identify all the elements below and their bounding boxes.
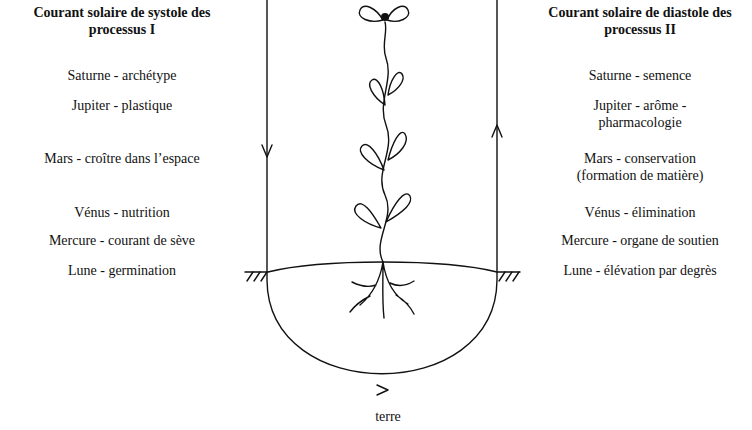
stem [380, 22, 389, 262]
planet-process: Mercure - organe de soutien [561, 232, 719, 249]
petal [359, 6, 383, 21]
leaf [388, 132, 406, 160]
column-heading: Courant solaire de diastole des processu… [547, 4, 733, 38]
planet-process: Jupiter - arôme - pharmacologie [582, 97, 698, 131]
leaf [386, 194, 411, 222]
planet-process: Saturne - archétype [68, 67, 177, 84]
planet-process: Lune - élévation par degrès [563, 262, 716, 279]
leaf [388, 72, 403, 95]
planet-process: Mars - conservation (formation de matièr… [560, 150, 720, 184]
arrow-right [377, 385, 388, 395]
current-loop [267, 0, 497, 374]
planet-process: Jupiter - plastique [72, 97, 172, 114]
planet-process: Vénus - nutrition [74, 204, 170, 221]
leaf [355, 204, 381, 228]
arrow-down [262, 145, 272, 157]
leaf [370, 79, 385, 105]
ground-label: terre [375, 408, 401, 425]
planet-process: Vénus - élimination [584, 204, 695, 221]
planet-process: Lune - germination [68, 262, 176, 279]
planet-process: Mars - croître dans l’espace [44, 150, 199, 167]
column-heading: Courant solaire de systole des processus… [33, 4, 211, 38]
planet-process: Mercure - courant de sève [49, 232, 195, 249]
planet-process: Saturne - semence [589, 67, 692, 84]
leaf [360, 145, 384, 170]
flower-heart [381, 13, 389, 21]
petal [387, 6, 409, 21]
roots [350, 262, 414, 318]
arrow-up [492, 125, 502, 137]
